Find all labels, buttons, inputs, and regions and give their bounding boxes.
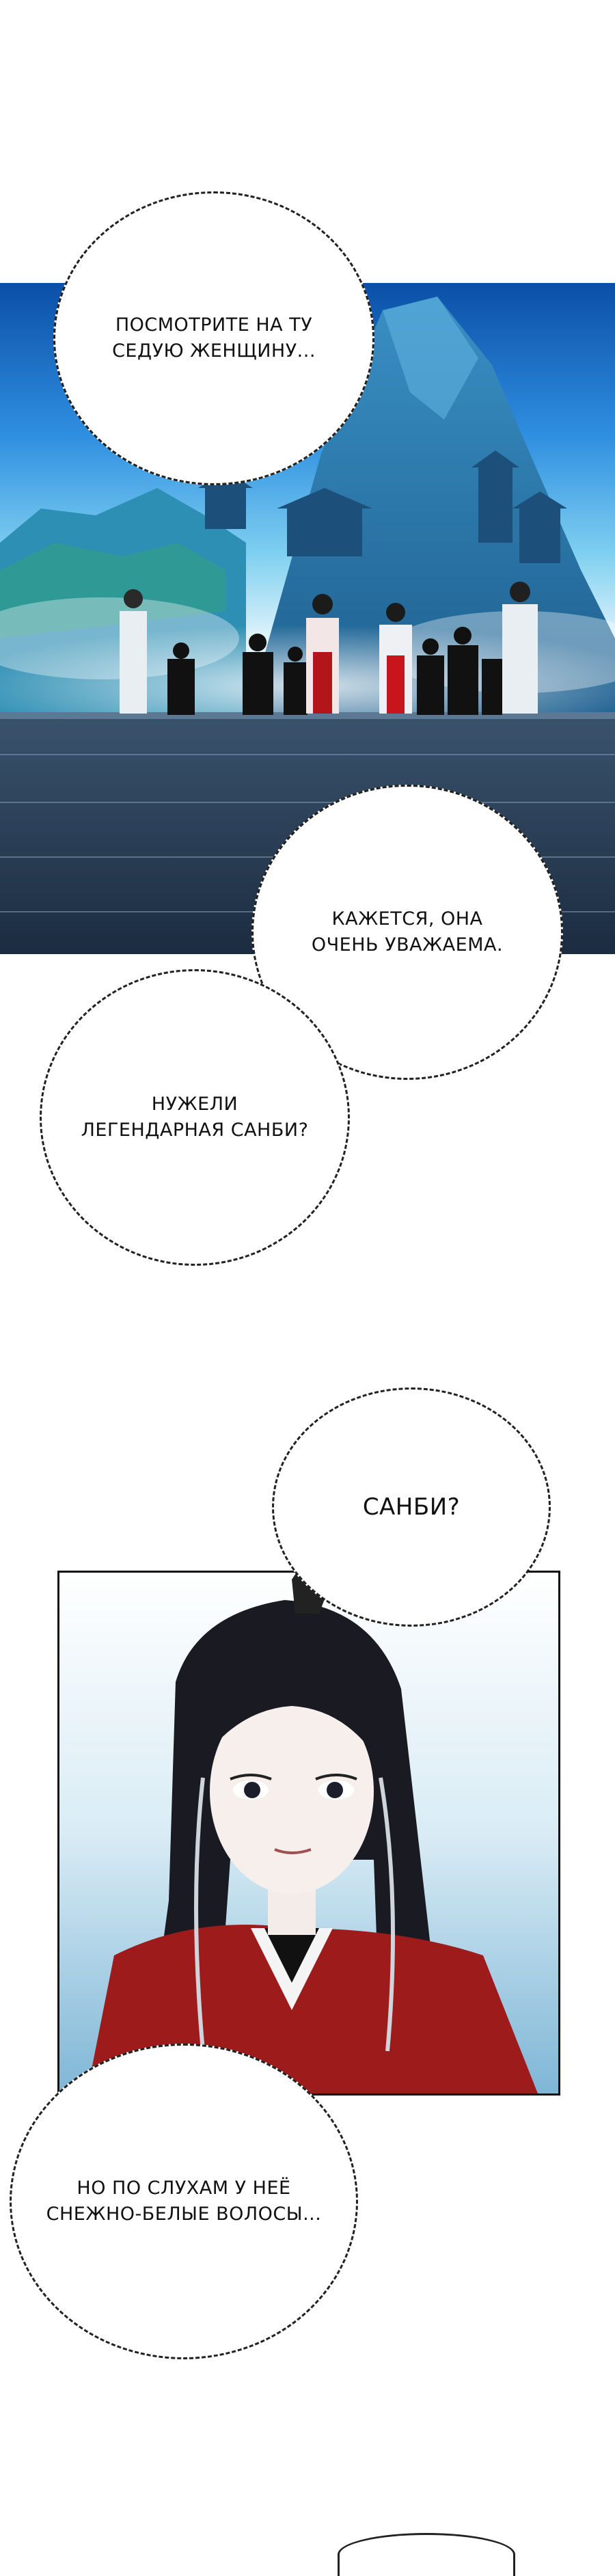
figure-white-robe-left [120, 589, 147, 714]
scene-panel-portrait [57, 1571, 560, 2096]
speech-bubble-2-line-2: ОЧЕНЬ УВАЖАЕМА. [311, 934, 504, 955]
figure-red-robe-center [306, 594, 339, 714]
speech-bubble-2: КАЖЕТСЯ, ОНА ОЧЕНЬ УВАЖАЕМА. [251, 785, 563, 1080]
speech-bubble-1: ПОСМОТРИТЕ НА ТУ СЕДУЮ ЖЕНЩИНУ... [53, 191, 374, 485]
speech-bubble-3: НУЖЕЛИ ЛЕГЕНДАРНАЯ САНБИ? [40, 969, 350, 1266]
speech-bubble-1-line-2: СЕДУЮ ЖЕНЩИНУ... [112, 340, 316, 362]
figure-white-robe-right [502, 582, 538, 714]
woman-portrait-illustration [59, 1573, 558, 2093]
speech-bubble-partial [338, 2533, 515, 2576]
speech-bubble-1-line-1: ПОСМОТРИТЕ НА ТУ [115, 314, 313, 336]
speech-bubble-5-line-2: СНЕЖНО-БЕЛЫЕ ВОЛОСЫ... [46, 2204, 322, 2225]
speech-bubble-2-line-1: КАЖЕТСЯ, ОНА [331, 908, 483, 930]
figure-red-robe-right [379, 603, 412, 714]
speech-bubble-3-line-2: ЛЕГЕНДАРНАЯ САНБИ? [81, 1120, 309, 1141]
speech-bubble-5: НО ПО СЛУХАМ У НЕЁ СНЕЖНО-БЕЛЫЕ ВОЛОСЫ..… [10, 2044, 358, 2359]
speech-bubble-5-line-1: НО ПО СЛУХАМ У НЕЁ [77, 2178, 291, 2199]
speech-bubble-3-line-1: НУЖЕЛИ [151, 1094, 238, 1115]
speech-bubble-4-line-1: САНБИ? [362, 1493, 461, 1521]
speech-bubble-4: САНБИ? [272, 1387, 551, 1627]
